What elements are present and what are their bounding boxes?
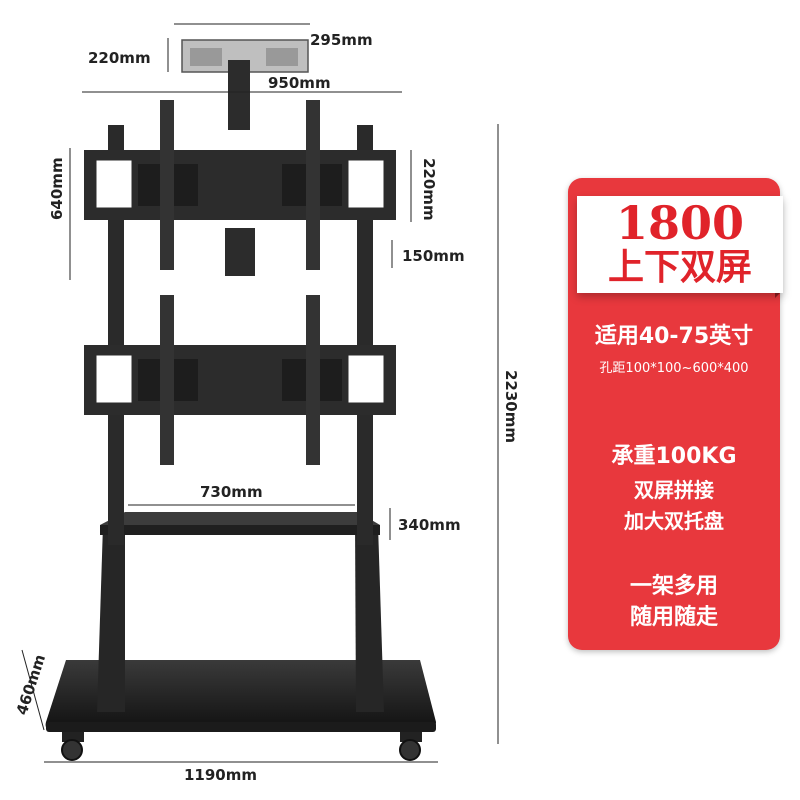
upper-mount-bracket — [84, 100, 396, 276]
dim-label-shelf-height: 340mm — [398, 516, 461, 534]
promo-mobile: 随用随走 — [629, 605, 718, 630]
camera-tray — [181, 39, 309, 130]
promo-feature-dual-tray: 加大双托盘 — [624, 509, 724, 533]
dim-label-base-width: 1190mm — [184, 766, 257, 784]
promo-load-capacity: 承重100KG — [611, 444, 737, 469]
dim-label-shelf-width: 730mm — [200, 483, 263, 501]
promo-header-banner: 1800 上下双屏 — [577, 196, 783, 293]
shelf-tray — [100, 512, 380, 535]
base-plate — [45, 660, 436, 732]
dim-label-total-height: 2230mm — [502, 370, 520, 443]
dimension-lines — [21, 23, 499, 763]
dim-label-gap-height: 150mm — [402, 247, 465, 265]
promo-multi-use: 一架多用 — [629, 574, 718, 599]
dim-label-plate-height: 220mm — [420, 158, 438, 221]
dim-label-top-tray-width: 295mm — [310, 31, 373, 49]
lower-mount-bracket — [84, 295, 396, 465]
dim-label-bracket-height: 640mm — [48, 157, 66, 220]
promo-ribbon-fold — [775, 290, 783, 298]
caster-wheels — [61, 732, 422, 761]
promo-model-number: 1800 — [615, 196, 745, 250]
dim-label-mount-width: 950mm — [268, 74, 331, 92]
promo-size-range: 适用40-75英寸 — [594, 324, 754, 349]
promo-feature-dual-screen: 双屏拼接 — [634, 478, 714, 502]
promo-title: 上下双屏 — [607, 247, 752, 288]
main-columns — [108, 125, 373, 545]
promo-hole-spacing: 孔距100*100~600*400 — [599, 361, 749, 376]
dim-label-top-tray-depth: 220mm — [88, 49, 151, 67]
dim-label-base-depth: 460mm — [13, 652, 49, 717]
